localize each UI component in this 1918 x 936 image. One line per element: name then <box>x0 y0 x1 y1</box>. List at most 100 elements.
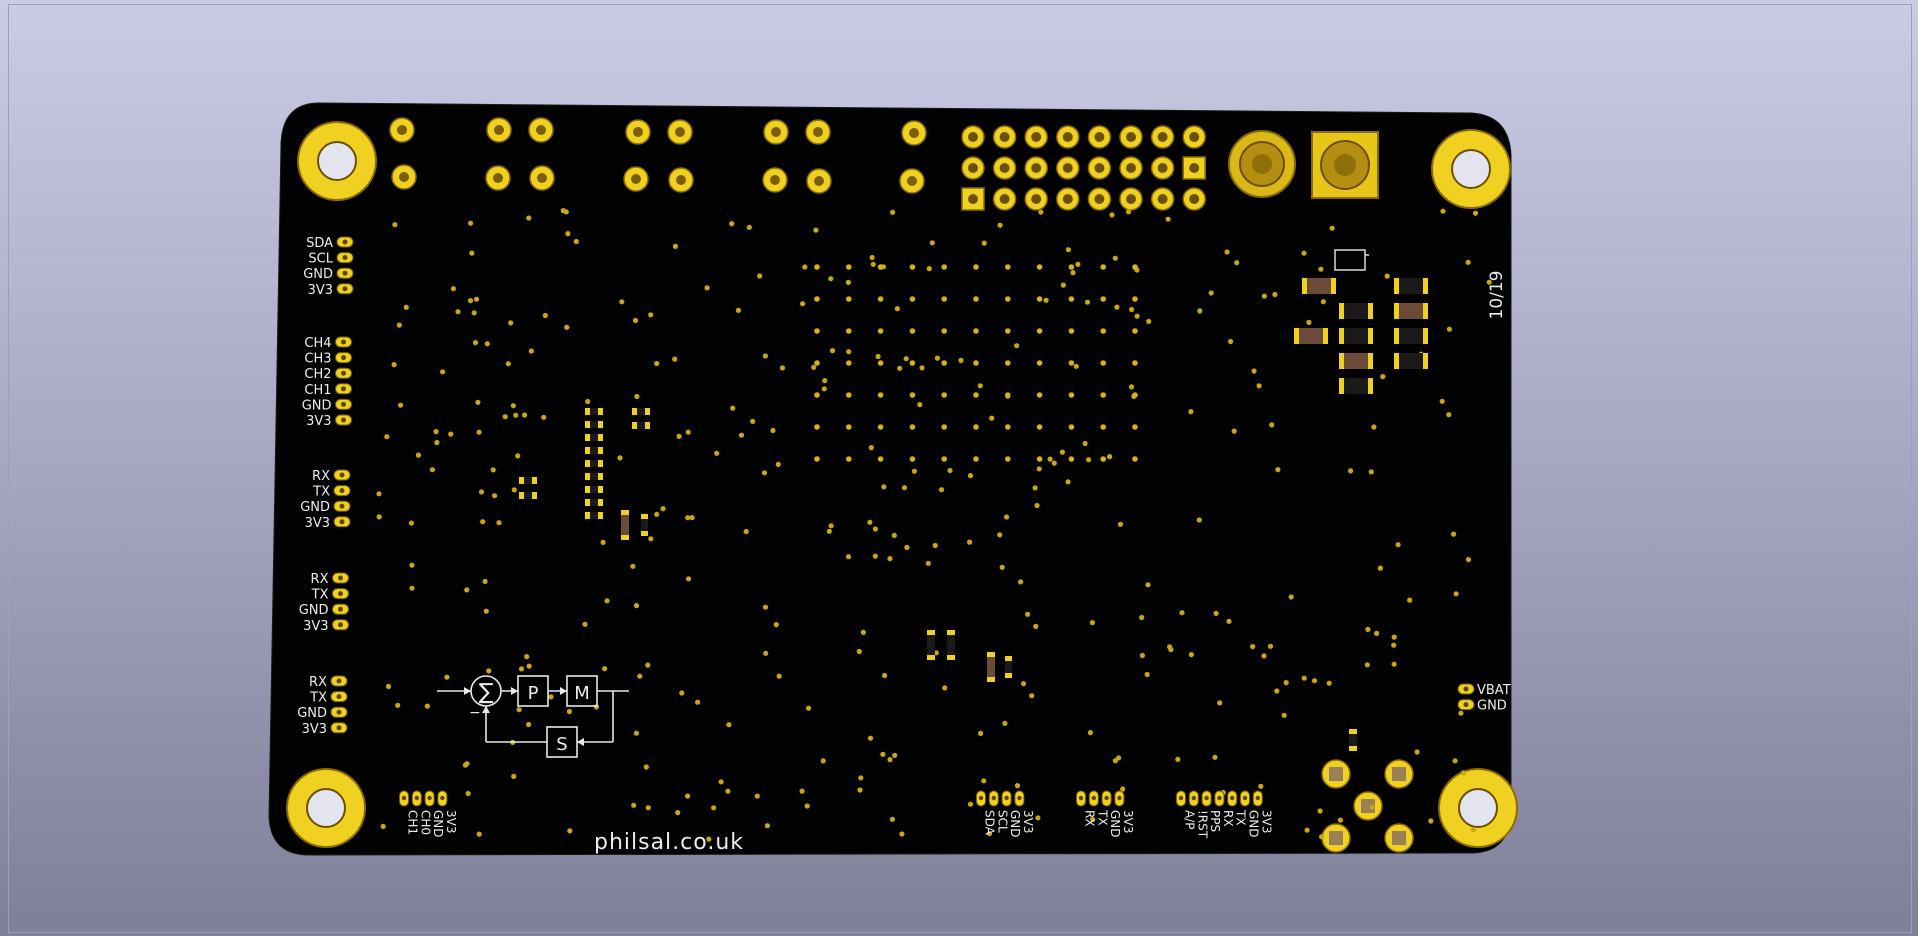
sensor-block-label: S <box>556 734 567 755</box>
through-hole-drill <box>771 127 781 137</box>
via <box>1318 266 1324 272</box>
via <box>1020 681 1027 687</box>
smd-terminal <box>1394 303 1399 319</box>
header-pad-drill <box>1126 163 1136 173</box>
via <box>846 349 852 355</box>
connector-pin <box>1392 831 1406 845</box>
header-pad-drill <box>1094 132 1105 142</box>
via <box>1208 290 1214 296</box>
header-pad-drill <box>1062 163 1073 173</box>
via <box>856 648 862 655</box>
via <box>464 587 470 593</box>
via-grid <box>1068 296 1075 302</box>
via <box>476 831 482 837</box>
via-grid <box>973 264 979 270</box>
bottom-header-pin-label: TX <box>1234 809 1248 826</box>
via <box>1029 693 1035 699</box>
via-grid <box>1100 392 1106 398</box>
through-hole-drill <box>397 125 407 135</box>
via <box>942 685 948 691</box>
via-grid <box>846 392 852 398</box>
smd-terminal <box>598 512 603 519</box>
via-grid <box>1100 360 1106 366</box>
header-pad-drill <box>1031 194 1042 204</box>
via <box>483 608 489 614</box>
via <box>1250 644 1256 650</box>
via-grid <box>909 424 916 430</box>
left-header-pin-label: CH1 <box>304 383 331 398</box>
through-hole-drill <box>493 173 503 183</box>
via <box>1251 368 1257 374</box>
via <box>1267 643 1274 649</box>
via <box>634 393 640 400</box>
via <box>1004 514 1010 520</box>
via <box>484 341 490 347</box>
via-grid <box>877 264 884 270</box>
via <box>630 563 636 569</box>
via <box>1274 688 1280 694</box>
smd-terminal <box>987 677 995 682</box>
mounting-hole-bore <box>1458 788 1498 828</box>
via <box>516 707 522 713</box>
via <box>1032 485 1038 491</box>
via <box>857 787 863 793</box>
via <box>1112 758 1118 764</box>
via <box>1391 634 1397 640</box>
left-header-pad-drill <box>341 386 346 392</box>
via-grid <box>1132 392 1138 398</box>
header-pad-drill <box>999 132 1010 142</box>
via <box>872 553 878 559</box>
via-grid <box>877 328 884 334</box>
via <box>1337 817 1343 823</box>
via-grid <box>1132 264 1138 270</box>
bottom-header-pin-label: RX <box>1083 810 1097 827</box>
via-grid <box>909 296 916 302</box>
via <box>600 539 606 546</box>
via-grid <box>1132 456 1138 462</box>
smd-terminal <box>1423 328 1428 344</box>
left-header-pad-drill <box>342 286 348 292</box>
via <box>746 224 752 230</box>
via-grid <box>1036 424 1043 430</box>
smd-terminal <box>927 655 935 660</box>
pcb-3d-render: SDASCLGND3V3CH4CH3CH2CH1GND3V3RXTXGND3V3… <box>268 102 1518 856</box>
bottom-header-drill <box>1242 795 1248 801</box>
via-grid <box>814 328 820 334</box>
header-pad-drill <box>968 194 978 204</box>
left-header-pad-drill <box>342 255 348 261</box>
via <box>1391 661 1397 667</box>
via <box>1446 412 1452 418</box>
bottom-header-pin-label: GND <box>1247 810 1261 838</box>
via <box>513 412 519 418</box>
via <box>882 672 888 679</box>
via <box>1369 804 1375 810</box>
via <box>1311 678 1318 684</box>
through-hole-drill <box>770 175 780 185</box>
smd-terminal <box>1423 303 1428 319</box>
via <box>1034 502 1040 509</box>
via <box>718 779 724 785</box>
via <box>800 301 806 307</box>
via <box>676 433 682 439</box>
bottom-header-drill <box>978 795 984 801</box>
via <box>1059 449 1065 455</box>
left-header-pin-label: GND <box>299 603 329 618</box>
via <box>573 238 579 245</box>
via-grid <box>941 424 947 430</box>
via <box>1075 261 1081 267</box>
left-header-pin-label: 3V3 <box>306 414 331 429</box>
smd-terminal <box>645 408 650 415</box>
smd-component-body <box>588 512 600 519</box>
smd-terminal <box>585 460 590 467</box>
via-grid <box>877 456 884 462</box>
smd-terminal <box>1005 656 1012 661</box>
via <box>1395 542 1401 548</box>
via-grid <box>1068 456 1075 462</box>
smd-component-body <box>588 499 600 506</box>
via <box>899 831 905 837</box>
through-hole-drill <box>813 127 823 137</box>
via <box>1465 557 1472 563</box>
via <box>450 286 456 292</box>
via <box>409 562 415 568</box>
